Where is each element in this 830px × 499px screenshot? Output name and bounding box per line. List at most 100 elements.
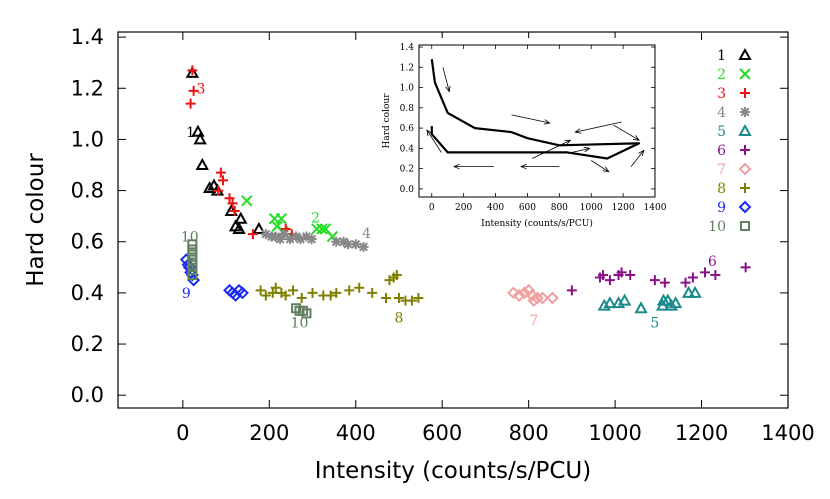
inset-arrow xyxy=(630,149,645,167)
square-marker xyxy=(187,254,198,265)
inset-y-tick-label: 1.0 xyxy=(400,84,415,94)
data-point xyxy=(285,234,296,245)
data-point xyxy=(234,211,248,224)
data-point xyxy=(306,234,317,245)
legend-item: 9 xyxy=(717,200,752,216)
group-label: 2 xyxy=(311,211,320,227)
data-point xyxy=(681,285,696,298)
plus-marker xyxy=(187,65,198,76)
asterisk-marker xyxy=(331,236,342,247)
diamond-marker xyxy=(738,200,752,214)
inset-y-tick-label: 0.6 xyxy=(400,124,415,134)
data-point xyxy=(241,195,253,207)
diamond-marker xyxy=(512,289,526,302)
inset-arrow xyxy=(426,129,442,153)
data-point xyxy=(288,285,299,296)
x-marker xyxy=(739,68,751,80)
data-point xyxy=(325,290,336,301)
plus-marker xyxy=(659,277,670,288)
plus-marker xyxy=(740,145,750,155)
series-7 xyxy=(507,283,559,307)
legend-label: 4 xyxy=(717,105,726,121)
data-point xyxy=(188,85,199,96)
data-point xyxy=(252,221,266,234)
group-label: 10 xyxy=(181,230,199,246)
triangle-marker xyxy=(191,124,205,137)
plus-marker xyxy=(267,287,278,298)
legend-marker xyxy=(740,145,750,155)
legend-label: 5 xyxy=(717,124,726,140)
data-point xyxy=(546,291,559,305)
x-tick-label: 1200 xyxy=(675,421,728,445)
data-point xyxy=(661,293,675,306)
asterisk-marker xyxy=(342,239,353,250)
data-point xyxy=(185,65,200,78)
legend-marker xyxy=(739,68,751,80)
data-point xyxy=(597,269,608,280)
triangle-marker xyxy=(664,298,678,311)
data-point xyxy=(232,221,246,234)
data-point xyxy=(350,239,361,250)
x-marker xyxy=(241,195,253,207)
asterisk-marker xyxy=(740,107,750,117)
inset-y-tick-label: 0.2 xyxy=(400,165,414,175)
data-point xyxy=(260,229,271,240)
data-point xyxy=(275,213,288,225)
inset-y-axis-label: Hard colour xyxy=(382,93,392,149)
asterisk-marker xyxy=(260,229,271,240)
x-tick-label: 400 xyxy=(336,421,376,445)
y-axis-label: Hard colour xyxy=(23,153,49,287)
y-tick-label: 0.4 xyxy=(71,281,104,305)
series-1 xyxy=(185,65,266,234)
plus-marker xyxy=(185,98,196,109)
data-point xyxy=(603,296,617,309)
data-point xyxy=(668,296,683,309)
plus-marker xyxy=(649,275,660,286)
series-6 xyxy=(566,262,751,296)
triangle-marker xyxy=(688,285,702,298)
triangle-marker xyxy=(738,123,752,136)
x-tick-label: 600 xyxy=(422,421,462,445)
diamond-marker xyxy=(522,283,536,297)
inset-x-tick-label: 0 xyxy=(429,203,435,213)
triangle-marker xyxy=(661,293,675,306)
plus-marker xyxy=(740,183,750,193)
data-point xyxy=(296,293,307,304)
plus-marker xyxy=(413,293,424,304)
x-marker xyxy=(316,223,328,235)
plus-marker xyxy=(218,175,229,186)
triangle-marker xyxy=(234,211,248,224)
y-tick-label: 0.6 xyxy=(71,230,104,254)
series-5 xyxy=(597,285,702,314)
square-marker xyxy=(740,221,750,231)
data-point xyxy=(406,295,417,306)
data-point xyxy=(358,241,369,252)
data-point xyxy=(381,293,391,304)
data-point xyxy=(187,65,198,76)
plus-marker xyxy=(391,269,402,280)
data-point xyxy=(227,198,238,209)
legend-label: 9 xyxy=(717,200,726,216)
plus-marker xyxy=(229,206,240,217)
plus-marker xyxy=(740,262,751,273)
data-point xyxy=(700,267,711,278)
data-point xyxy=(634,301,648,314)
square-marker xyxy=(301,308,312,319)
plus-marker xyxy=(604,275,615,286)
inset-arrow xyxy=(532,139,572,159)
triangle-marker xyxy=(207,178,221,191)
inset-y-tick-label: 0.8 xyxy=(400,104,415,114)
plus-marker xyxy=(406,295,417,306)
legend-item: 6 xyxy=(717,143,750,159)
inset-x-tick-label: 200 xyxy=(455,203,472,213)
legend-label: 1 xyxy=(717,48,726,64)
diamond-marker xyxy=(236,286,249,300)
data-point xyxy=(267,287,278,298)
triangle-marker xyxy=(252,221,266,234)
data-point xyxy=(512,289,526,302)
legend-item: 3 xyxy=(717,86,750,102)
plus-marker xyxy=(680,277,691,288)
data-point xyxy=(270,282,281,293)
x-tick-label: 1400 xyxy=(761,421,814,445)
